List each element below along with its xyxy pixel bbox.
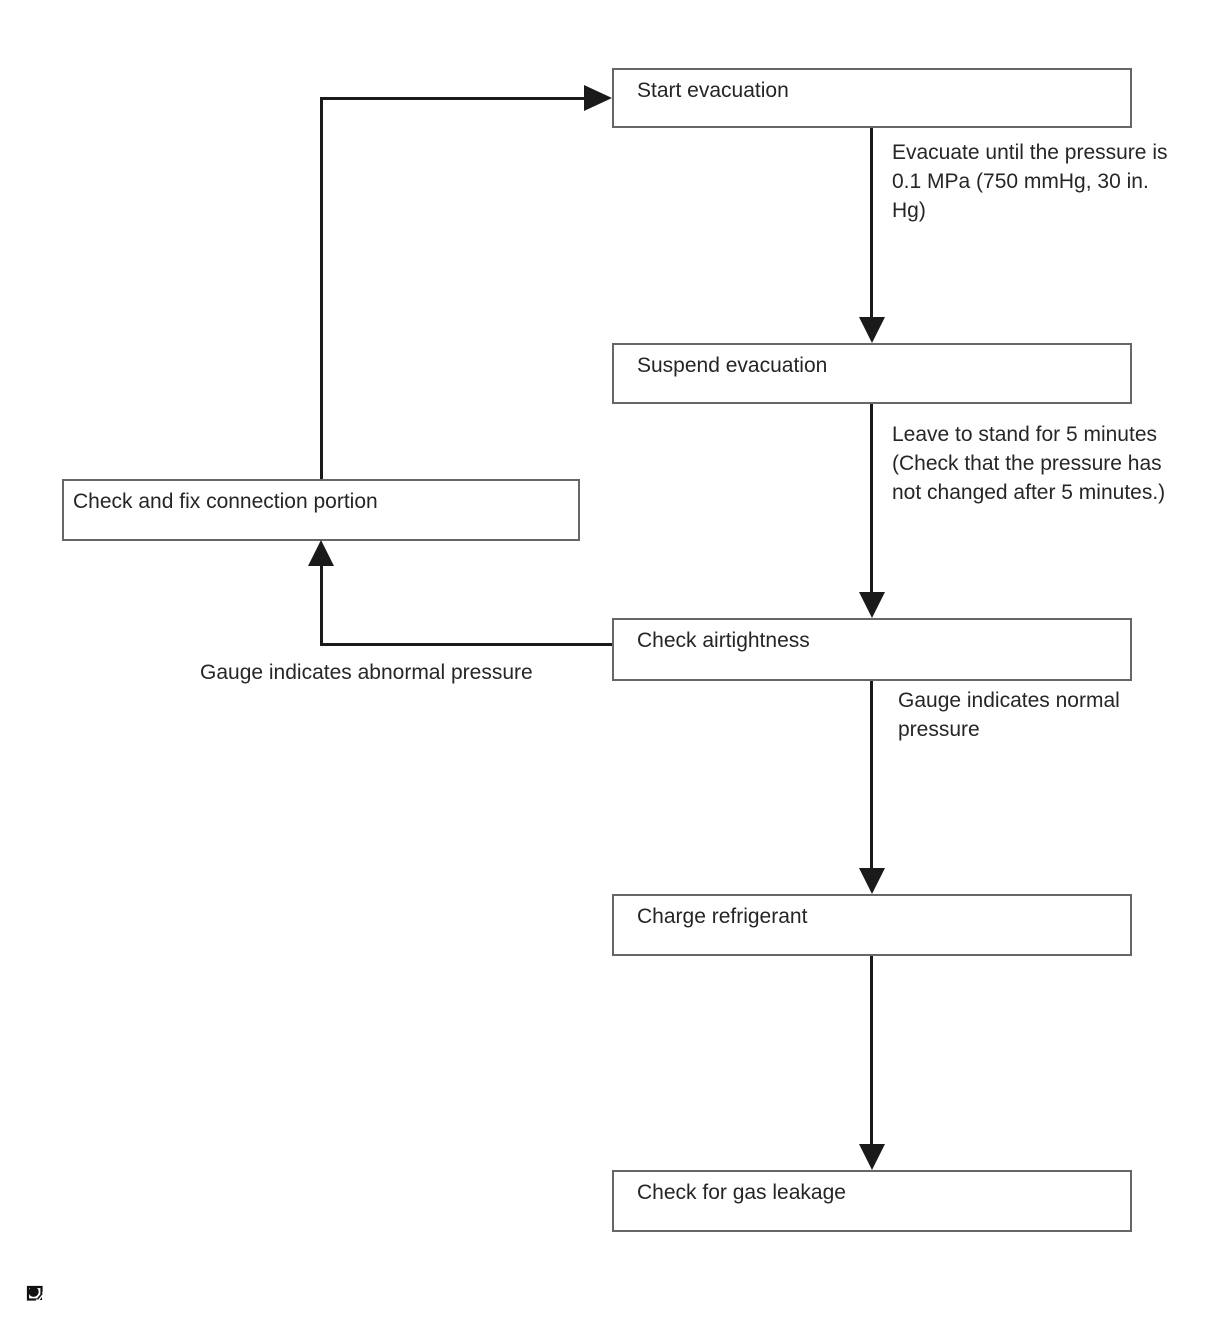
edge-fix-to-start-horizontal-line [320,97,584,100]
edge-airtightness-to-fix-horizontal-line [320,643,612,646]
arrowhead-down-charge-icon [859,868,885,894]
node-check-gas-leakage-label: Check for gas leakage [637,1181,846,1204]
node-suspend-evacuation: Suspend evacuation [612,343,1132,404]
edge-start-to-suspend-line [870,128,873,318]
node-fix-connection-portion-label: Check and fix connection portion [73,490,378,513]
arrowhead-up-fix-connection-icon [308,540,334,566]
arrowhead-right-start-evacuation-icon [584,85,612,111]
image-annotation-icon [26,1285,43,1301]
node-start-evacuation: Start evacuation [612,68,1132,128]
node-suspend-evacuation-label: Suspend evacuation [637,354,828,377]
arrowhead-down-suspend-icon [859,317,885,343]
node-charge-refrigerant: Charge refrigerant [612,894,1132,956]
edge-fix-to-start-vertical-line [320,97,323,479]
node-check-airtightness-label: Check airtightness [637,629,810,652]
edge-airtightness-to-charge-line [870,681,873,869]
node-fix-connection-portion: Check and fix connection portion [62,479,580,541]
edge-label-evacuate-condition: Evacuate until the pressure is 0.1 MPa (… [892,141,1168,222]
node-check-gas-leakage: Check for gas leakage [612,1170,1132,1232]
node-charge-refrigerant-label: Charge refrigerant [637,905,808,928]
edge-suspend-to-airtightness-line [870,404,873,593]
node-check-airtightness: Check airtightness [612,618,1132,681]
edge-charge-to-gas-leakage-line [870,956,873,1145]
node-start-evacuation-label: Start evacuation [637,79,789,102]
edge-label-normal-pressure: Gauge indicates normal pressure [898,689,1120,741]
edge-airtightness-to-fix-vertical-line [320,566,323,646]
arrowhead-down-gas-leakage-icon [859,1144,885,1170]
arrowhead-down-airtightness-icon [859,592,885,618]
edge-label-abnormal-pressure: Gauge indicates abnormal pressure [200,661,533,684]
edge-label-stand-condition: Leave to stand for 5 minutes (Check that… [892,423,1166,504]
